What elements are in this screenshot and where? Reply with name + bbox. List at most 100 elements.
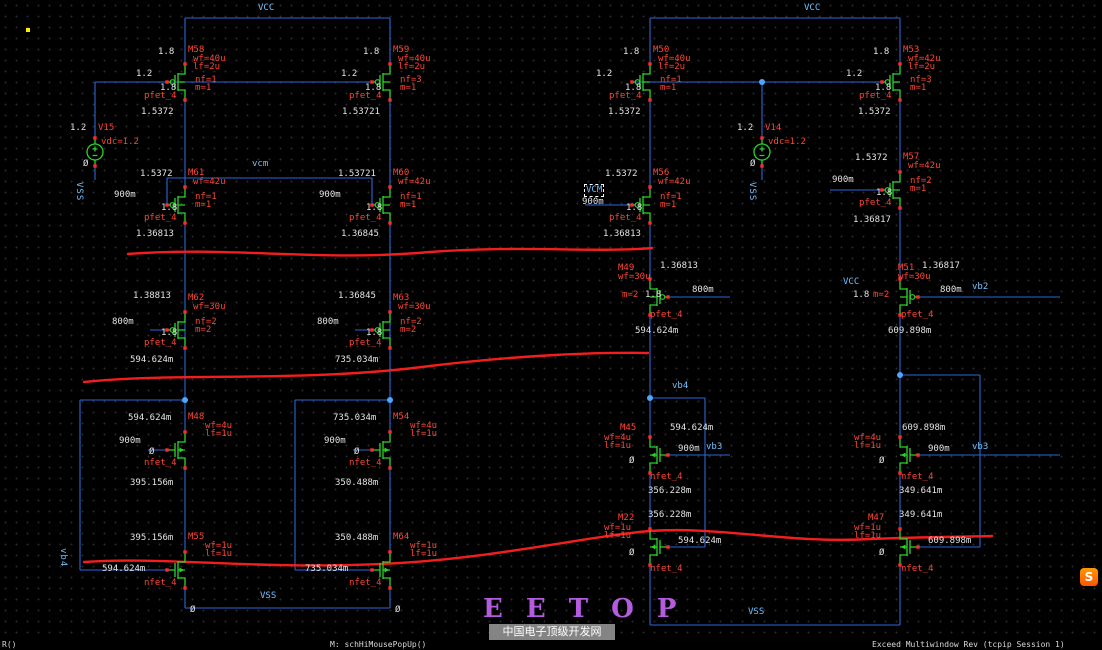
transistor-M62[interactable]: [165, 310, 187, 350]
pin-square: [388, 430, 392, 434]
pin-square: [898, 98, 902, 102]
pin-square: [165, 568, 169, 572]
pin-square: [370, 568, 374, 572]
voltage-source-V14[interactable]: [753, 136, 771, 168]
pin-square: [898, 170, 902, 174]
transistor-M45[interactable]: [648, 435, 670, 475]
status-bar: R() M: schHiMousePopUp() Exceed Multiwin…: [0, 640, 1102, 650]
pin-square: [648, 313, 652, 317]
red-marker-scribble: [126, 246, 654, 257]
junction-dot: [387, 397, 393, 403]
pin-square: [183, 466, 187, 470]
pin-square: [165, 448, 169, 452]
red-marker-scribble: [82, 528, 994, 567]
pin-square: [898, 277, 902, 281]
transistor-M53[interactable]: [880, 62, 902, 102]
pin-square: [880, 80, 884, 84]
pin-square: [388, 466, 392, 470]
cursor-marker: [26, 28, 30, 32]
pin-square: [370, 448, 374, 452]
red-marker-scribble: [82, 351, 650, 384]
pin-square: [916, 295, 920, 299]
pin-square: [165, 80, 169, 84]
junction-dot: [182, 397, 188, 403]
status-session: Exceed Multiwindow Rev (tcpip Session 1): [872, 640, 1065, 649]
pin-square: [666, 453, 670, 457]
pin-square: [648, 185, 652, 189]
pin-square: [630, 80, 634, 84]
pin-square: [183, 430, 187, 434]
transistor-M64[interactable]: [370, 550, 392, 590]
pin-square: [648, 98, 652, 102]
transistor-M51[interactable]: [898, 277, 920, 317]
transistor-M57[interactable]: [880, 170, 902, 210]
pin-square: [183, 185, 187, 189]
pin-square: [93, 164, 97, 168]
transistor-M56[interactable]: [630, 185, 652, 225]
pin-square: [370, 80, 374, 84]
pin-square: [183, 346, 187, 350]
status-mouse-bindings: M: schHiMousePopUp(): [330, 640, 427, 649]
pin-square: [388, 221, 392, 225]
voltage-source-V15[interactable]: [86, 136, 104, 168]
pin-square: [898, 62, 902, 66]
eetop-watermark: E E T O P: [483, 594, 684, 624]
pin-square: [916, 545, 920, 549]
pin-square: [183, 586, 187, 590]
pin-square: [183, 221, 187, 225]
transistor-M47[interactable]: [898, 527, 920, 567]
pin-square: [183, 98, 187, 102]
pin-square: [898, 563, 902, 567]
pin-square: [183, 310, 187, 314]
transistor-M54[interactable]: [370, 430, 392, 470]
transistor-M50[interactable]: [630, 62, 652, 102]
pin-square: [648, 62, 652, 66]
pin-square: [648, 277, 652, 281]
transistor-M49[interactable]: [648, 277, 670, 317]
pin-square: [370, 328, 374, 332]
eetop-watermark-subtitle: 中国电子顶级开发网: [489, 624, 615, 640]
pin-square: [388, 62, 392, 66]
pin-square: [93, 136, 97, 140]
transistor-M22[interactable]: [648, 527, 670, 567]
pin-square: [370, 203, 374, 207]
transistor-M63[interactable]: [370, 310, 392, 350]
pin-square: [630, 203, 634, 207]
pin-square: [760, 136, 764, 140]
pin-square: [898, 313, 902, 317]
pin-square: [648, 221, 652, 225]
pin-square: [388, 98, 392, 102]
pin-square: [648, 435, 652, 439]
transistor-M58[interactable]: [165, 62, 187, 102]
pin-square: [183, 550, 187, 554]
pin-square: [898, 527, 902, 531]
pin-square: [388, 185, 392, 189]
pin-square: [648, 527, 652, 531]
pin-square: [898, 471, 902, 475]
orange-logo-icon[interactable]: S: [1080, 568, 1098, 586]
junction-dot: [759, 79, 765, 85]
junction-dot: [897, 372, 903, 378]
pin-square: [916, 453, 920, 457]
transistor-M48[interactable]: [165, 430, 187, 470]
pin-square: [388, 346, 392, 350]
pin-square: [183, 62, 187, 66]
transistor-M60[interactable]: [370, 185, 392, 225]
status-left: R(): [2, 640, 17, 649]
pin-square: [898, 206, 902, 210]
transistor-M61[interactable]: [165, 185, 187, 225]
transistor-M46[interactable]: [898, 435, 920, 475]
pin-square: [880, 188, 884, 192]
pin-square: [388, 550, 392, 554]
pin-square: [388, 310, 392, 314]
pin-square: [165, 203, 169, 207]
pin-square: [760, 164, 764, 168]
pin-square: [648, 563, 652, 567]
pin-square: [898, 435, 902, 439]
transistor-M59[interactable]: [370, 62, 392, 102]
pin-square: [388, 586, 392, 590]
transistor-M55[interactable]: [165, 550, 187, 590]
